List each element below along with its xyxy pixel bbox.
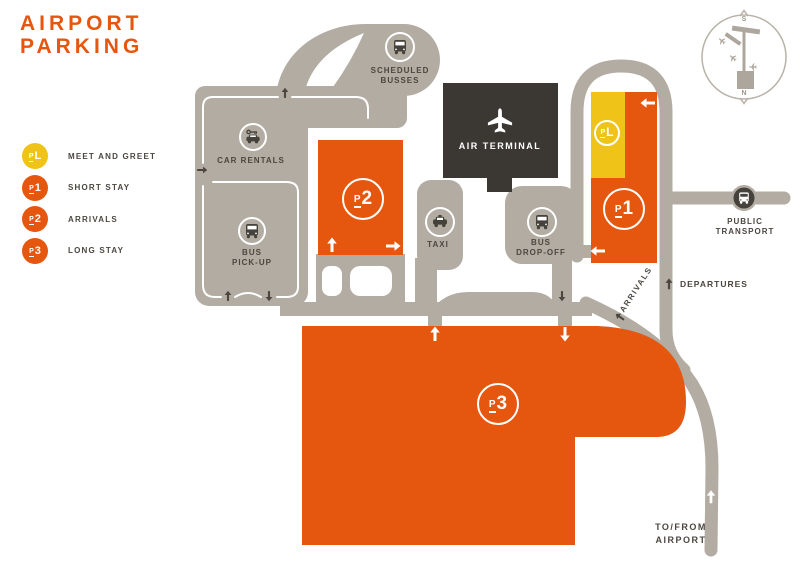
taxi-column <box>415 258 437 310</box>
compass-runway-top <box>731 25 761 35</box>
stop-ring <box>238 217 266 245</box>
public-transport-stop <box>731 185 757 211</box>
p3-entry-stub-east <box>558 304 572 330</box>
compass-circle <box>701 14 787 100</box>
road-connector-notch-right <box>350 266 392 296</box>
legend-label: LONG STAY <box>68 246 125 255</box>
lane-marking <box>234 292 262 298</box>
taxi-label: TAXI <box>427 240 449 249</box>
legend-label: SHORT STAY <box>68 183 131 192</box>
lane-marking <box>202 96 279 164</box>
car-rentals-label: CAR RENTALS <box>217 156 285 165</box>
to-from-airport-label: TO/FROM AIRPORT <box>655 522 707 545</box>
departures-label: DEPARTURES <box>680 279 748 289</box>
road-arrivals-curve <box>579 296 719 557</box>
compass-south-label: S <box>741 16 747 23</box>
taxi-island <box>417 180 463 270</box>
stop-ring <box>385 32 415 62</box>
taxi-stop <box>425 207 455 237</box>
plane-icon <box>749 63 757 71</box>
air-terminal-label: AIR TERMINAL <box>458 141 542 151</box>
legend-label: ARRIVALS <box>68 214 118 224</box>
road-connector-notch-left <box>322 266 342 296</box>
road-loop-cutout <box>306 33 364 87</box>
stop-ring <box>527 207 557 237</box>
p3-entry-stub-west <box>428 304 442 330</box>
lane-marking <box>212 181 299 298</box>
legend-label: MEET AND GREET <box>68 151 157 161</box>
compass-tip-south <box>739 9 749 17</box>
road-rentals-buspickup-block <box>195 86 308 306</box>
bus-pickup-stop <box>238 217 266 245</box>
lane-marking <box>291 96 369 119</box>
title-line-2: PARKING <box>20 35 144 58</box>
compass-north-label: N <box>741 90 747 97</box>
public-transport-label: PUBLIC TRANSPORT <box>715 217 775 236</box>
page-title: AIRPORT PARKING <box>20 12 143 58</box>
bus-dropoff-label: BUS DROP-OFF <box>516 238 566 257</box>
compass-runway-stem <box>742 30 746 72</box>
compass-tip-north <box>739 97 749 105</box>
stop-ring <box>239 123 267 151</box>
scheduled-busses-stop <box>385 32 415 62</box>
parking-p3-area <box>302 326 686 545</box>
scheduled-busses-label: SCHEDULED BUSSES <box>370 66 430 85</box>
bus-pickup-label: BUS PICK-UP <box>232 248 272 267</box>
car-rentals-stop <box>239 123 267 151</box>
plane-icon <box>716 35 728 47</box>
lane-marking <box>202 185 222 298</box>
air-terminal-building <box>443 83 558 192</box>
compass-terminal-square <box>737 71 754 89</box>
road-merge-band <box>430 292 558 316</box>
plane-icon <box>727 52 739 64</box>
stop-ring <box>425 207 455 237</box>
title-line-1: AIRPORT <box>20 12 143 35</box>
bus-dropoff-stop <box>527 207 557 237</box>
compass <box>701 9 787 105</box>
bus-dropoff-stem <box>552 253 572 311</box>
compass-runway-arm <box>724 32 742 46</box>
road-p1-loop-departures <box>570 59 691 377</box>
